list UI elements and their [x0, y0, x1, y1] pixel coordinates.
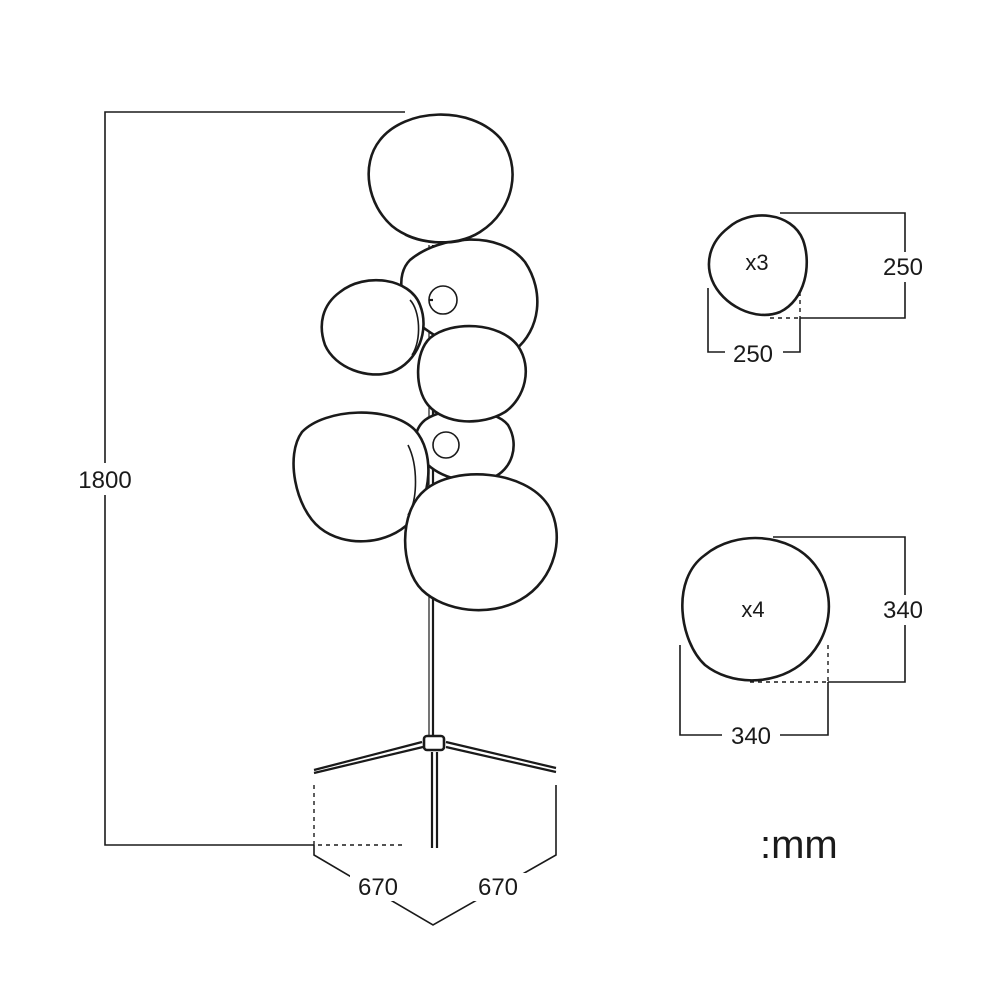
large-shade-qty: x4	[741, 597, 764, 622]
height-dimension: 1800	[66, 111, 405, 846]
height-dimension-label: 1800	[78, 467, 131, 494]
large-shade-detail: x4 340 340	[679, 536, 934, 750]
unit-label: :mm	[760, 823, 838, 867]
small-shade-qty: x3	[745, 250, 768, 275]
base-dim-right-label: 670	[478, 874, 518, 901]
shade-bottom-right	[403, 473, 559, 612]
small-shade-width: 250	[733, 341, 773, 368]
large-shade-width: 340	[731, 723, 771, 750]
small-shade-height: 250	[883, 254, 923, 281]
large-shade-height: 340	[883, 597, 923, 624]
base-dimensions: 670 670	[313, 785, 557, 926]
base-dim-left-label: 670	[358, 874, 398, 901]
shade-mid-right	[416, 324, 527, 423]
tripod-base	[313, 734, 557, 848]
shade-left-upper	[320, 278, 425, 376]
shade-top	[367, 113, 514, 244]
floor-lamp	[292, 113, 559, 848]
small-shade-detail: x3 250 250	[707, 212, 934, 368]
